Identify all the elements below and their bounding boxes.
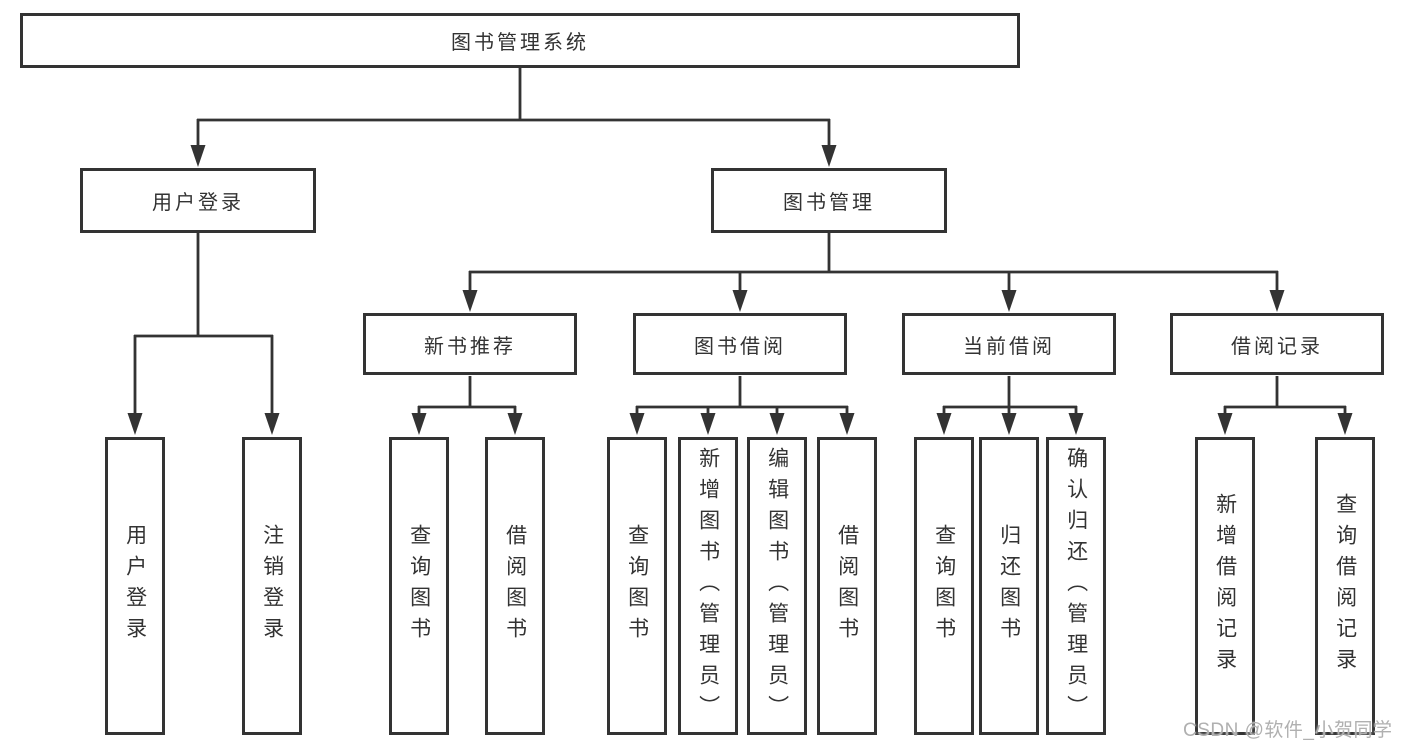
leaf-edit-books-admin: 编辑图书（管理员） — [747, 437, 807, 735]
connector-borrow-record-to-leaves — [1223, 376, 1347, 419]
node-book-management: 图书管理 — [711, 168, 947, 233]
arrowhead-icon — [411, 413, 427, 435]
leaf-label: 用户登录 — [123, 524, 147, 648]
node-label: 用户登录 — [152, 192, 244, 214]
arrowhead-icon — [732, 290, 748, 312]
leaf-label: 查询借阅记录 — [1333, 493, 1357, 679]
leaf-label: 确认归还（管理员） — [1064, 446, 1088, 726]
node-label: 图书管理系统 — [451, 32, 589, 54]
connector-book-mgmt-to-level3 — [468, 233, 1279, 295]
leaf-label: 借阅图书 — [503, 524, 527, 648]
leaf-query-borrow-record: 查询借阅记录 — [1315, 437, 1375, 735]
arrowhead-icon — [839, 413, 855, 435]
arrowhead-icon — [462, 290, 478, 312]
node-label: 借阅记录 — [1231, 335, 1323, 358]
leaf-borrow-books-2: 借阅图书 — [817, 437, 877, 735]
leaf-query-books-2: 查询图书 — [607, 437, 667, 735]
node-book-borrow: 图书借阅 — [633, 313, 847, 375]
leaf-return-books: 归还图书 — [979, 437, 1039, 735]
leaf-label: 新增借阅记录 — [1213, 493, 1237, 679]
arrowhead-icon — [629, 413, 645, 435]
leaf-label: 归还图书 — [997, 524, 1021, 648]
leaf-label: 查询图书 — [625, 524, 649, 648]
node-library-management-system: 图书管理系统 — [20, 13, 1020, 68]
leaf-user-login: 用户登录 — [105, 437, 165, 735]
arrowhead-icon — [1269, 290, 1285, 312]
node-new-book-recommend: 新书推荐 — [363, 313, 577, 375]
leaf-add-books-admin: 新增图书（管理员） — [678, 437, 738, 735]
leaf-label: 查询图书 — [932, 524, 956, 648]
node-current-borrow: 当前借阅 — [902, 313, 1116, 375]
leaf-label: 借阅图书 — [835, 524, 859, 648]
connector-new-book-rec-to-leaves — [417, 376, 517, 419]
arrowhead-icon — [700, 413, 716, 435]
arrowhead-icon — [264, 413, 280, 435]
leaf-confirm-return-admin: 确认归还（管理员） — [1046, 437, 1106, 735]
leaf-query-books-3: 查询图书 — [914, 437, 974, 735]
connector-book-borrow-to-leaves — [635, 376, 849, 419]
arrowhead-icon — [1001, 413, 1017, 435]
leaf-add-borrow-record: 新增借阅记录 — [1195, 437, 1255, 735]
arrowhead-icon — [190, 145, 206, 167]
arrowhead-icon — [1068, 413, 1084, 435]
arrowhead-icon — [1337, 413, 1353, 435]
arrowhead-icon — [821, 145, 837, 167]
arrowhead-icon — [1217, 413, 1233, 435]
node-label: 图书管理 — [783, 192, 875, 214]
connector-root-to-level2 — [196, 68, 831, 150]
leaf-label: 注销登录 — [260, 524, 284, 648]
node-label: 当前借阅 — [963, 335, 1055, 358]
node-label: 图书借阅 — [694, 335, 786, 358]
connector-current-borrow-to-leaves — [942, 376, 1078, 419]
leaf-label: 编辑图书（管理员） — [765, 446, 789, 726]
arrowhead-icon — [507, 413, 523, 435]
node-borrow-record: 借阅记录 — [1170, 313, 1384, 375]
arrowhead-icon — [1001, 290, 1017, 312]
connector-user-login-to-leaves — [133, 233, 274, 418]
arrowhead-icon — [127, 413, 143, 435]
csdn-watermark: CSDN @软件_小贺同学 — [1183, 720, 1393, 741]
leaf-query-books-1: 查询图书 — [389, 437, 449, 735]
leaf-logout: 注销登录 — [242, 437, 302, 735]
arrowhead-icon — [936, 413, 952, 435]
node-user-login: 用户登录 — [80, 168, 316, 233]
leaf-label: 新增图书（管理员） — [696, 446, 720, 726]
leaf-borrow-books-1: 借阅图书 — [485, 437, 545, 735]
node-label: 新书推荐 — [424, 335, 516, 358]
arrowhead-icon — [769, 413, 785, 435]
leaf-label: 查询图书 — [407, 524, 431, 648]
